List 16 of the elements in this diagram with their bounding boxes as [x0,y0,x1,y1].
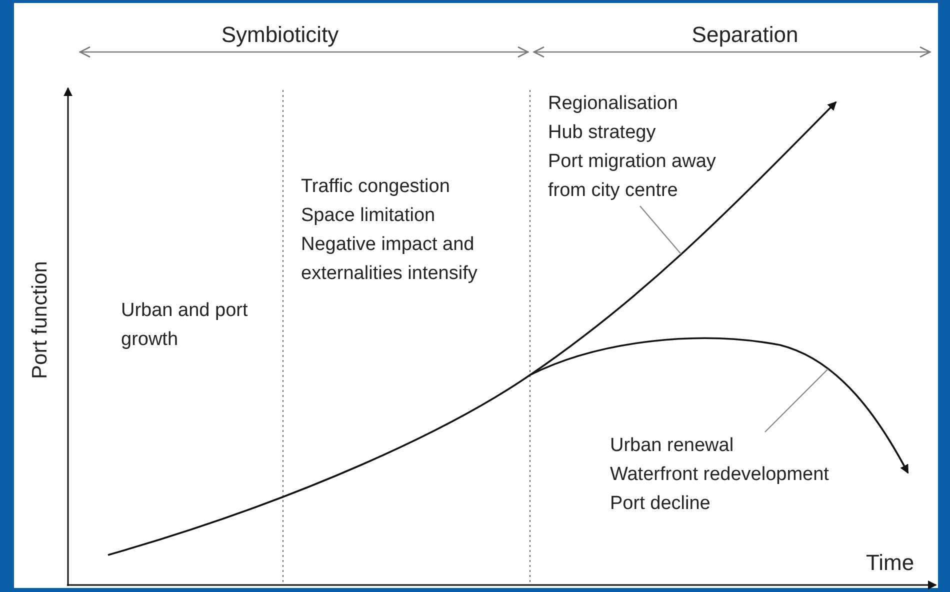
note-text: Traffic congestion [301,175,450,199]
axis-title: Time [866,549,914,577]
note-text: Regionalisation [548,92,679,116]
period-title: Separation [692,21,798,49]
note-text: Hub strategy [548,121,657,145]
note-text: Port migration away from city centre [548,150,717,203]
note-text: Space limitation [301,204,436,228]
leader-line [764,368,828,432]
note-text: Urban renewal [610,434,735,458]
note-text: Negative impact and externalities intensify [301,233,478,286]
leader-line [640,206,682,254]
period-title: Symbioticity [221,21,339,49]
note-text: Port decline [610,492,712,516]
note-text: Urban and port growth [121,299,249,352]
axis-title: Port function [28,261,52,379]
note-text: Waterfront redevelopment [610,463,830,487]
